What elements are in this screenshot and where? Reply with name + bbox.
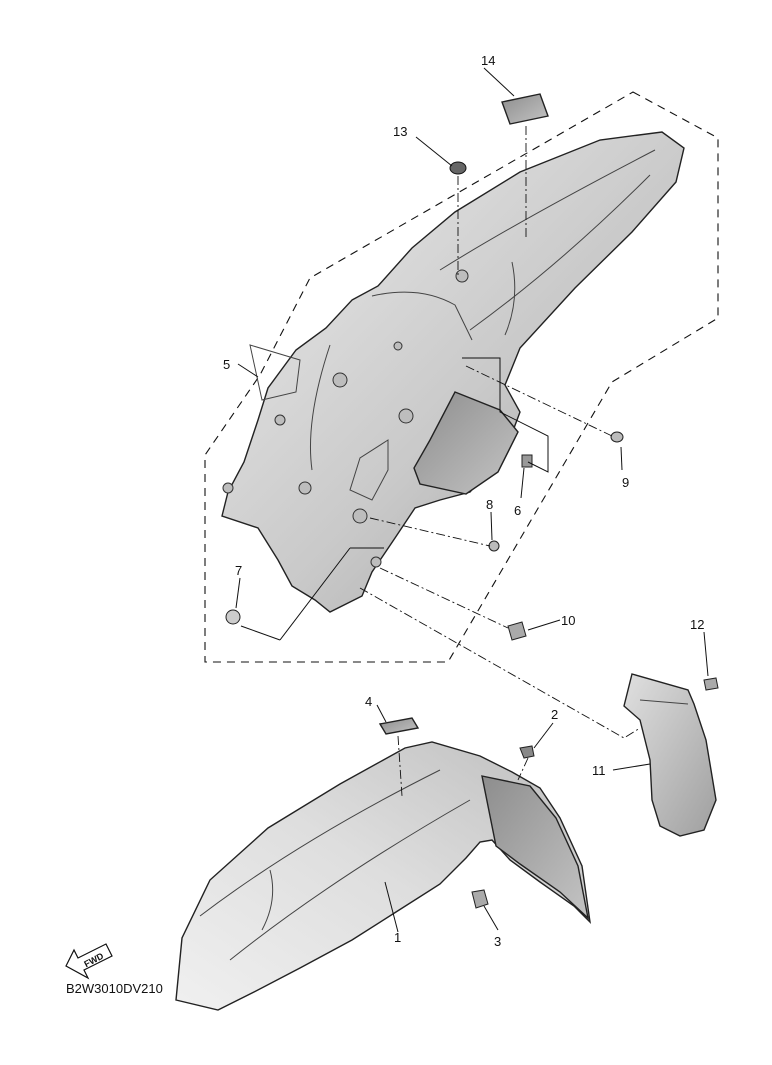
washer-8-part (488, 540, 500, 552)
callout-2: 2 (551, 707, 558, 722)
callout-10: 10 (561, 613, 575, 628)
callout-4: 4 (365, 694, 372, 709)
label-4-part (378, 717, 420, 735)
callout-9: 9 (622, 475, 629, 490)
bolt-12-part (703, 677, 719, 691)
diagram-code: B2W3010DV210 (66, 981, 163, 996)
callout-14: 14 (481, 53, 495, 68)
callout-5: 5 (223, 357, 230, 372)
bolt-3-part (471, 889, 489, 909)
grommet-13-part (449, 161, 467, 175)
callout-8: 8 (486, 497, 493, 512)
bolt-10-part (507, 621, 527, 641)
clip-2-part (519, 745, 535, 759)
callout-13: 13 (393, 124, 407, 139)
label-14-part (501, 93, 549, 125)
callouts: 14 13 5 9 6 8 7 10 12 4 2 11 1 3 (223, 53, 704, 949)
bolt-9-part (610, 431, 624, 443)
callout-6: 6 (514, 503, 521, 518)
callout-12: 12 (690, 617, 704, 632)
nut-6-part (521, 454, 533, 468)
assembly-frame (204, 91, 719, 663)
callout-3: 3 (494, 934, 501, 949)
callout-7: 7 (235, 563, 242, 578)
assembly-axes (359, 126, 641, 797)
callout-1: 1 (394, 930, 401, 945)
callout-11: 11 (592, 763, 606, 778)
flap-11-part (623, 673, 717, 837)
front-fender-part (175, 741, 591, 1011)
leader-lines (235, 67, 709, 933)
fwd-arrow-icon: FWD (65, 943, 113, 980)
rear-fender-part (221, 131, 685, 613)
washer-7-part (225, 609, 241, 625)
